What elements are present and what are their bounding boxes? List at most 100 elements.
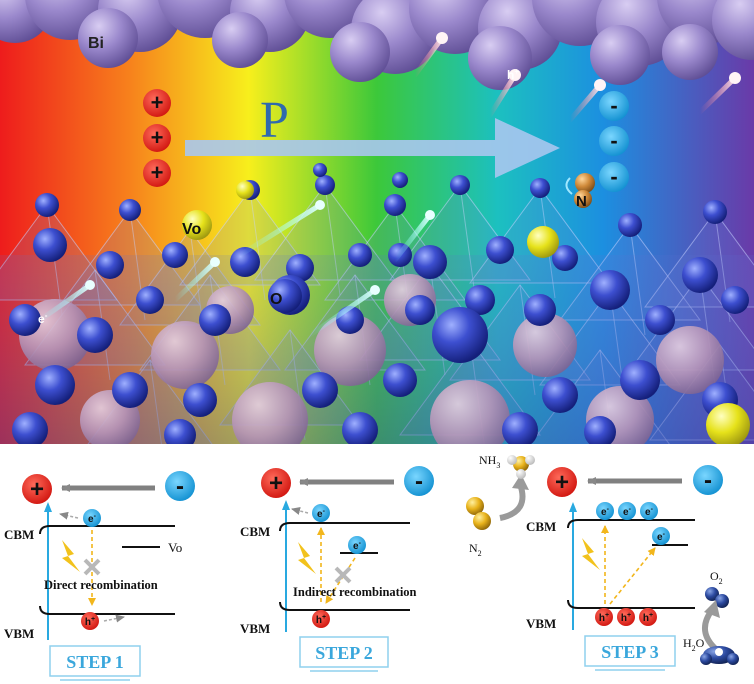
- bi-atom: [662, 24, 718, 80]
- polarization-arrow: [185, 118, 560, 178]
- o-atom: [33, 228, 67, 262]
- step-badge: [49, 645, 141, 677]
- recombination-label: Indirect recombination: [293, 585, 417, 599]
- o-atom: [315, 175, 335, 195]
- o-atom: [620, 360, 660, 400]
- hole-drift-arrow: [103, 614, 125, 623]
- oxygen-vacancy: [236, 181, 254, 199]
- positive-pole-sign: +: [30, 476, 44, 503]
- b-site-atom: [151, 321, 219, 389]
- o-atom: [502, 412, 538, 448]
- positive-charge-sign: +: [151, 125, 164, 150]
- o-atom: [164, 419, 196, 451]
- step-3-diagram: + - CBM VBM e- e- e- e- h+: [466, 453, 739, 671]
- o-atom: [618, 213, 642, 237]
- o-atom: [342, 412, 378, 448]
- electron-particle: [210, 257, 220, 267]
- hole-carrier: [639, 608, 657, 626]
- bi-atom: [712, 0, 754, 60]
- curved-arrow-head: [704, 600, 720, 618]
- bottom-panel: + - Vo CBM VBM e- h+ Direct reco: [0, 444, 754, 684]
- polarization-label: P: [260, 92, 289, 149]
- electron-carrier: [640, 502, 658, 520]
- excitation-line: [609, 547, 656, 605]
- electron-drift-arrow: [59, 511, 79, 520]
- electron-particle: [370, 285, 380, 295]
- electron-carrier-label: e-: [645, 506, 654, 518]
- o-atom: [35, 365, 75, 405]
- vo-defect-label: Vo: [168, 540, 182, 555]
- electron-drift-arrow: [291, 507, 309, 515]
- negative-charge: [599, 91, 629, 121]
- step-1-diagram: + - Vo CBM VBM e- h+ Direct reco: [4, 471, 195, 681]
- step-badge: [299, 636, 389, 668]
- oxygen-vacancy: [527, 226, 559, 258]
- n-atom: [575, 173, 595, 193]
- energy-axis-head: [44, 502, 52, 512]
- curved-arrow-head: [512, 474, 529, 490]
- b-site-atom: [430, 380, 510, 460]
- vbm-label: VBM: [240, 621, 270, 636]
- negative-pole-sign: -: [176, 473, 184, 500]
- negative-pole: [165, 471, 195, 501]
- o-atom: [119, 199, 141, 221]
- step-badge: [584, 635, 676, 667]
- adsorption-swirl: [565, 177, 573, 195]
- o-atom: [230, 247, 260, 277]
- o-atom: [302, 372, 338, 408]
- o2-molecule: [705, 587, 729, 608]
- bi-atom-layer: [0, 0, 754, 90]
- o-atom: [405, 295, 435, 325]
- hole-carrier: [81, 612, 99, 630]
- hole-particle: [729, 72, 741, 84]
- electron-label: e-: [38, 311, 48, 326]
- h2o-label: H2O: [683, 636, 705, 653]
- indirect-recombination-line: [325, 557, 356, 604]
- b-site-atom: [232, 382, 308, 458]
- electron-particle: [85, 280, 95, 290]
- cbm-electron-group: e- e- e-: [596, 502, 658, 520]
- bi-atom: [212, 12, 268, 68]
- o-atom: [383, 363, 417, 397]
- o-atom: [721, 286, 749, 314]
- n2-label: N2: [469, 541, 482, 558]
- hole-particle: [594, 79, 606, 91]
- cbm-line: [279, 522, 410, 532]
- o-atom: [112, 372, 148, 408]
- o-atom: [35, 193, 59, 217]
- electron-trail: [392, 212, 433, 263]
- o-atom: [584, 416, 616, 448]
- electron-carrier-label: e-: [88, 513, 97, 525]
- lightning-icon: [582, 538, 600, 570]
- positive-charge: [143, 89, 171, 117]
- cbm-label: CBM: [4, 527, 34, 542]
- electron-particle: [425, 210, 435, 220]
- negative-pole: [693, 465, 723, 495]
- o-atom: [530, 178, 550, 198]
- vbm-line: [567, 599, 695, 609]
- o-atom: [12, 412, 48, 448]
- o-atom: [590, 270, 630, 310]
- positive-pole: [547, 467, 577, 497]
- oxygen-vacancy: [706, 403, 750, 447]
- positive-pole: [261, 468, 291, 498]
- negative-charge-sign: -: [610, 128, 617, 153]
- bi-label: Bi: [88, 35, 104, 52]
- o-atom: [96, 251, 124, 279]
- hole-carrier: [617, 608, 635, 626]
- n-atom: [574, 190, 592, 208]
- hole-carrier-label: h+: [621, 612, 631, 624]
- positive-pole-sign: +: [555, 469, 569, 496]
- positive-charge: [143, 159, 171, 187]
- o2-label: O2: [710, 569, 723, 586]
- cbm-line: [39, 525, 175, 535]
- recombination-cross-icon: [83, 558, 101, 576]
- o-atom: [162, 242, 188, 268]
- negative-charge-column: - - -: [599, 91, 629, 192]
- negative-charge-sign: -: [610, 93, 617, 118]
- o-atom: [413, 245, 447, 279]
- electron-particle: [315, 200, 325, 210]
- negative-pole-sign: -: [415, 468, 423, 495]
